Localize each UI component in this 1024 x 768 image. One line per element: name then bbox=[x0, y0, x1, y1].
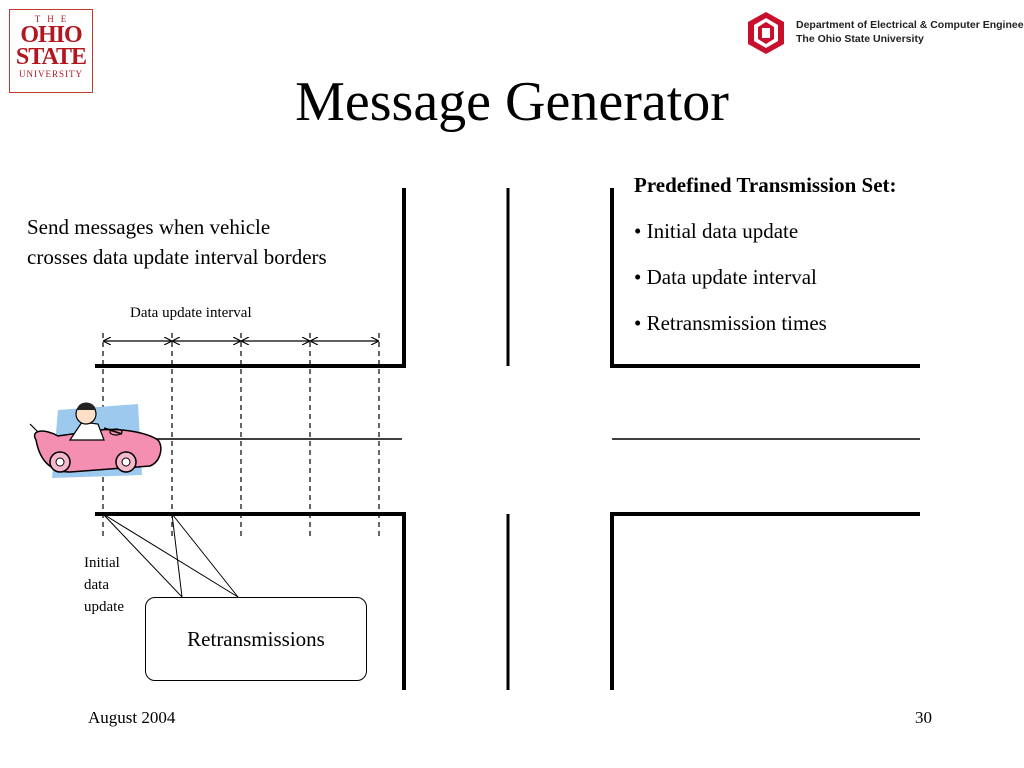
retransmissions-label: Retransmissions bbox=[187, 626, 325, 651]
transmission-set-item: • Initial data update bbox=[634, 219, 799, 243]
road-border-top-left bbox=[95, 188, 406, 368]
osu-logo: THE OHIO STATE UNIVERSITY bbox=[9, 9, 93, 93]
transmission-set-heading: Predefined Transmission Set: bbox=[634, 173, 897, 197]
footer-date: August 2004 bbox=[88, 708, 176, 727]
data-update-interval-label: Data update interval bbox=[130, 305, 252, 321]
ece-emblem-icon bbox=[748, 12, 784, 54]
ece-department-line2: The Ohio State University bbox=[796, 33, 924, 45]
ece-department-text: Department of Electrical & Computer Engi… bbox=[796, 18, 1024, 46]
osu-logo-university: UNIVERSITY bbox=[19, 69, 83, 79]
send-messages-text: Send messages when vehicle crosses data … bbox=[27, 212, 327, 272]
road-border-bottom-left bbox=[95, 512, 406, 690]
slide-title: Message Generator bbox=[295, 71, 729, 133]
retransmissions-box: Retransmissions bbox=[145, 597, 367, 681]
ece-department-line1: Department of Electrical & Computer Engi… bbox=[796, 19, 1024, 31]
osu-logo-ohio: OHIO bbox=[20, 22, 82, 48]
road-border-top-right bbox=[610, 188, 920, 368]
initial-data-update-label: Initial data update bbox=[84, 552, 124, 618]
initial-label-line: Initial bbox=[84, 555, 120, 571]
page-number: 30 bbox=[915, 708, 932, 727]
road-borders bbox=[95, 188, 920, 690]
car-with-driver-icon bbox=[29, 402, 162, 478]
transmission-set-item: • Retransmission times bbox=[634, 311, 827, 335]
osu-logo-the: THE bbox=[34, 14, 74, 24]
road-border-bottom-right bbox=[610, 512, 920, 690]
initial-label-line: update bbox=[84, 599, 124, 615]
send-messages-line1: Send messages when vehicle bbox=[27, 215, 271, 239]
osu-logo-state: STATE bbox=[15, 44, 87, 70]
transmission-set-item: • Data update interval bbox=[634, 265, 817, 289]
transmission-set-list: Predefined Transmission Set: • Initial d… bbox=[634, 171, 897, 355]
send-messages-line2: crosses data update interval borders bbox=[27, 245, 327, 269]
initial-label-line: data bbox=[84, 577, 109, 593]
